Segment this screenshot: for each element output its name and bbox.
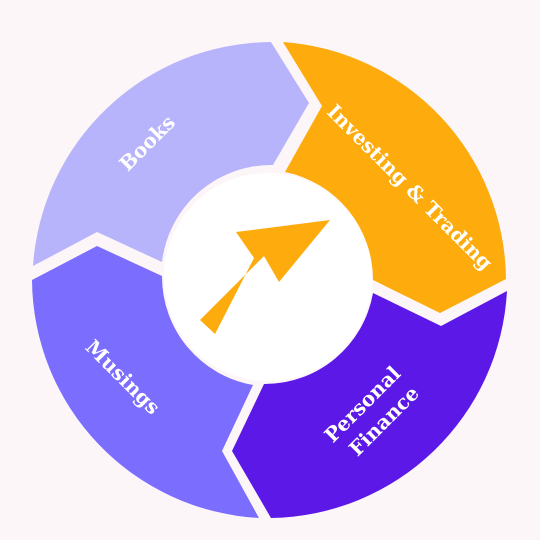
segment-books-shape	[33, 42, 309, 266]
center-circle	[164, 173, 372, 381]
segment-musings[interactable]: Musings	[32, 246, 259, 518]
up-right-arrow-icon	[200, 220, 330, 334]
segment-investing-shape	[283, 42, 506, 313]
segment-personal-finance[interactable]: Personal Finance	[232, 291, 507, 518]
segment-books[interactable]: Books	[33, 42, 309, 266]
segment-musings-shape	[32, 246, 259, 518]
segment-personal-finance-shape	[232, 291, 507, 518]
